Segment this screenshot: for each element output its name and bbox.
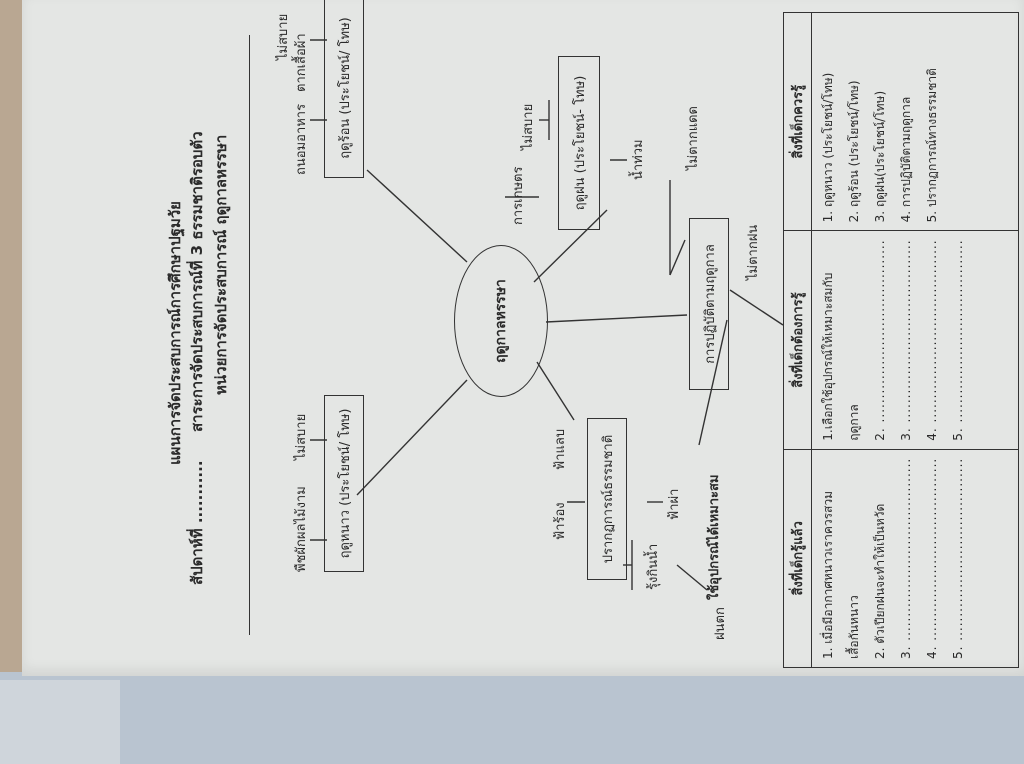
- leaf-practice-no-sun: ไม่ตากแดด: [686, 106, 701, 170]
- branch-practice: การปฏิบัติตามฤดูกาล: [689, 218, 729, 390]
- leaf-nature-lightning: ฟ้าแลบ: [553, 428, 568, 470]
- mindmap-center: ฤดูกาลหรรษา: [454, 245, 548, 397]
- mindmap-connectors: [310, 39, 784, 591]
- branch-nature: ปรากฏการณ์ธรรมชาติ: [587, 418, 627, 580]
- list-item: 4. .....................................…: [925, 457, 939, 659]
- list-item: เสื้อกันหนาว: [847, 595, 861, 659]
- list-item: 3. .....................................…: [899, 457, 913, 659]
- list-item: 2. ตัวเปียกฝนจะทำให้เป็นหวัด: [873, 503, 887, 659]
- leaf-rainy-flood: น้ำท่วม: [631, 139, 646, 180]
- branch-rainy: ฤดูฝน (ประโยชน์- โทษ): [558, 56, 600, 230]
- leaf-rainy-farming: การเกษตร: [511, 166, 526, 225]
- list-item: 1.เลือกใช้อุปกรณ์ให้เหมาะสมกับ: [821, 272, 835, 441]
- list-item: 3. ฤดูฝน(ประโยชน์/โทษ): [873, 90, 887, 223]
- list-item: 1. ฤดูหนาว (ประโยชน์/โทษ): [821, 72, 835, 223]
- list-item: 2. .....................................…: [873, 239, 887, 441]
- branch-winter: ฤดูหนาว (ประโยชน์/ โทษ): [324, 395, 364, 572]
- leaf-winter-crops: พืชผักผลไม้งาม: [294, 486, 309, 572]
- leaf-summer-drying: ตากเสื้อผ้า: [294, 33, 309, 92]
- list-item: 4. .....................................…: [925, 239, 939, 441]
- list-item: 3. .....................................…: [899, 239, 913, 441]
- column-header-want: สิ่งที่เด็กต้องการรู้: [783, 230, 812, 450]
- list-item: 5. ปรากฏการณ์ทางธรรมชาติ: [925, 68, 939, 223]
- list-item: 5. .....................................…: [951, 239, 965, 441]
- worksheet-content: แผนการจัดประสบการณ์การศึกษาปฐมวัย สัปดาห…: [27, 0, 1024, 680]
- list-item: 1. เมื่อมีอากาศหนาวเราควรสวม: [821, 490, 835, 659]
- leaf-rainy-sick: ไม่สบาย: [521, 103, 536, 150]
- background-surface: [0, 672, 1024, 764]
- column-should: 1. ฤดูหนาว (ประโยชน์/โทษ) 2. ฤดูร้อน (ปร…: [811, 12, 1019, 231]
- leaf-nature-thunderbolt: ฟ้าผ่า: [667, 488, 682, 520]
- branch-summer: ฤดูร้อน (ประโยชน์/ โทษ): [324, 0, 364, 178]
- leaf-winter-sick: ไม่สบาย: [294, 413, 309, 460]
- worksheet-page: แผนการจัดประสบการณ์การศึกษาปฐมวัย สัปดาห…: [22, 0, 1024, 676]
- column-header-should: สิ่งที่เด็กควรรู้: [783, 12, 812, 231]
- leaf-nature-rainbow: รุ้งกินน้ำ: [646, 543, 661, 590]
- column-known: 1. เมื่อมีอากาศหนาวเราควรสวม เสื้อกันหนา…: [811, 449, 1019, 668]
- leaf-summer-preserve: ถนอมอาหาร: [294, 103, 309, 175]
- leaf-nature-thunder: ฟ้าร้อง: [553, 502, 568, 540]
- leaf-practice-no-rain: ไม่ตากฝน: [746, 224, 761, 280]
- column-want: 1.เลือกใช้อุปกรณ์ให้เหมาะสมกับ ฤดูกาล 2.…: [811, 230, 1019, 450]
- list-item: 5. .....................................…: [951, 457, 965, 659]
- list-item: 2. ฤดูร้อน (ประโยชน์/โทษ): [847, 80, 861, 223]
- list-item: 4. การปฏิบัติตามฤดูกาล: [899, 96, 913, 223]
- list-item: ฤดูกาล: [847, 404, 861, 441]
- background-page-under: [0, 680, 120, 764]
- column-header-known: สิ่งที่เด็กรู้แล้ว: [783, 449, 812, 668]
- leaf-summer-sick: ไม่สบาย: [276, 13, 291, 60]
- leaf-practice-equipment: ใช้อุปกรณ์ได้เหมาะสม: [707, 474, 722, 601]
- objectives-table: สิ่งที่เด็กรู้แล้ว สิ่งที่เด็กต้องการรู้…: [783, 12, 1019, 668]
- background-edge: [0, 0, 22, 764]
- leaf-nature-rain: ฝนตก: [713, 607, 728, 640]
